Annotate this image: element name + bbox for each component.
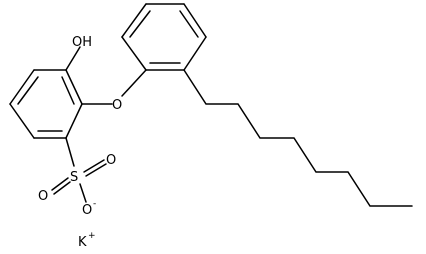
bond [183,3,207,38]
sulfonate-oxygen-label: O [82,203,92,218]
sulfonyl-oxygen-2-label: O [38,189,48,204]
sulfonyl-oxygen-1-label: O [106,153,116,168]
bond-s-o2-second [53,181,71,195]
bond [9,103,35,139]
bond [65,103,83,139]
bond [9,69,35,105]
bond [65,69,83,105]
bond-c-s [65,137,75,167]
bond-s-o-minus [79,183,87,203]
bond [121,36,147,71]
ether-oxygen-label: O [112,98,122,113]
bond-s-o2 [51,177,69,191]
octyl-chain [183,69,413,207]
sulfonate-charge: - [93,199,96,209]
bond-o-c [121,69,147,97]
bond [183,36,207,71]
ring-b [121,3,207,71]
double-bond [61,76,75,105]
double-bond [17,76,39,105]
double-bond [179,10,199,38]
ring-a [9,69,83,139]
counterion-label: K [78,235,87,250]
bond [121,3,147,38]
bond-c-oh [65,46,81,71]
hydroxyl-label: OH [72,35,92,50]
bond-s-o1-second [85,163,107,177]
counterion-charge: + [88,231,96,241]
double-bond [129,10,151,38]
sulfur-label: S [70,170,78,185]
bond-s-o1 [83,159,105,173]
